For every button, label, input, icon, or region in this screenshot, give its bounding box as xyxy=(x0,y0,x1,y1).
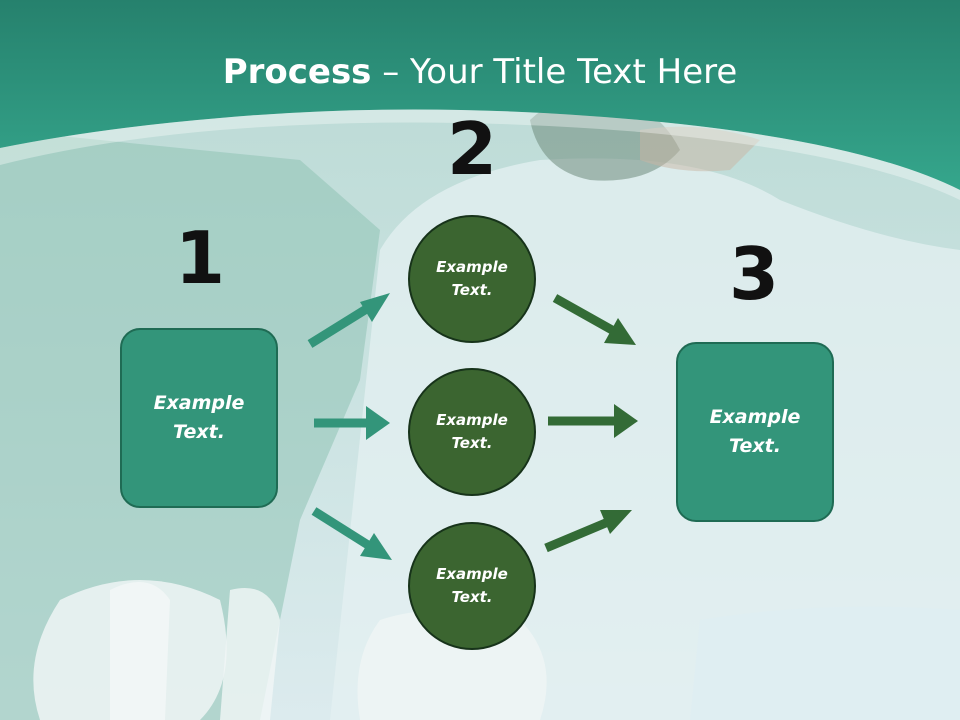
title-bold: Process xyxy=(222,52,372,92)
process-box-right-text: Example Text. xyxy=(709,406,801,457)
process-circle-middle-text: Example Text. xyxy=(436,411,508,452)
arrow-left-to-bottom xyxy=(311,507,392,560)
process-circle-top-text: Example Text. xyxy=(436,258,508,299)
page-title: Process – Your Title Text Here xyxy=(0,52,960,92)
step-number-3: 3 xyxy=(728,232,780,316)
process-box-right: Example Text. xyxy=(676,342,834,522)
title-rest: – Your Title Text Here xyxy=(371,52,738,92)
process-circle-bottom-text: Example Text. xyxy=(436,565,508,606)
step-number-2: 2 xyxy=(446,107,498,191)
process-circle-middle: Example Text. xyxy=(408,368,536,496)
process-circle-top: Example Text. xyxy=(408,215,536,343)
step-number-1: 1 xyxy=(174,216,226,300)
process-box-left: Example Text. xyxy=(120,328,278,508)
arrow-left-to-top xyxy=(307,293,390,348)
arrow-bottom-to-right xyxy=(544,510,632,553)
arrow-left-to-middle xyxy=(314,406,390,440)
arrow-top-to-right xyxy=(552,294,636,345)
process-circle-bottom: Example Text. xyxy=(408,522,536,650)
process-box-left-text: Example Text. xyxy=(153,392,245,443)
arrow-middle-to-right xyxy=(548,404,638,438)
